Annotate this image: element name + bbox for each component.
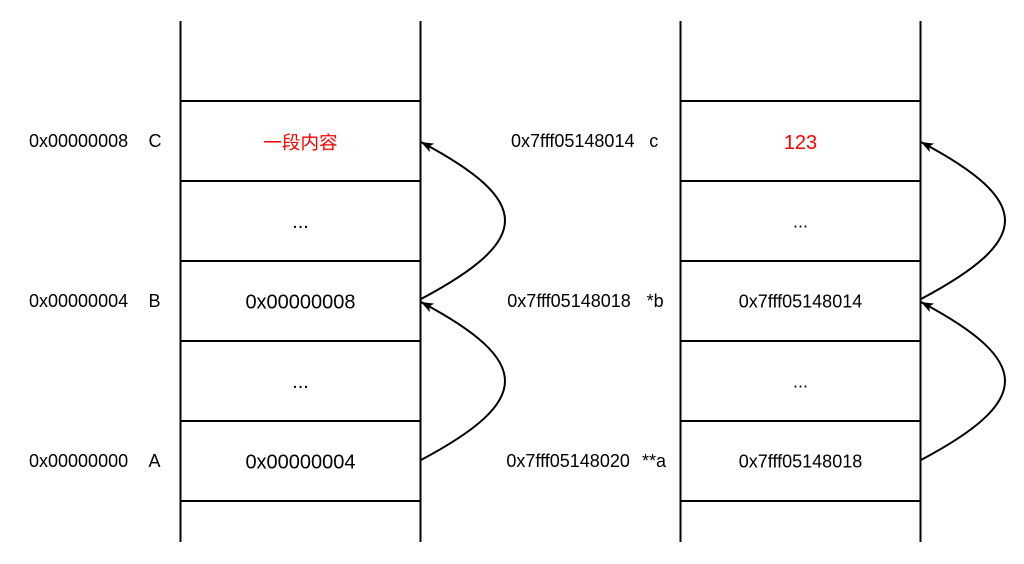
- svg-text:0x7fff05148020: 0x7fff05148020: [506, 451, 629, 471]
- svg-text:A: A: [149, 451, 161, 471]
- svg-text:**a: **a: [642, 451, 667, 471]
- svg-text:0x7fff05148018: 0x7fff05148018: [507, 291, 630, 311]
- svg-text:123: 123: [784, 132, 817, 154]
- svg-text:C: C: [149, 131, 162, 151]
- svg-text:*b: *b: [647, 291, 664, 311]
- svg-text:0x00000008: 0x00000008: [245, 291, 355, 313]
- svg-text:0x00000004: 0x00000004: [245, 451, 355, 473]
- svg-text:...: ...: [292, 211, 309, 233]
- svg-text:c: c: [649, 131, 658, 151]
- svg-text:...: ...: [793, 212, 808, 232]
- svg-text:0x00000000: 0x00000000: [29, 451, 128, 471]
- svg-text:...: ...: [292, 371, 309, 393]
- svg-text:0x7fff05148014: 0x7fff05148014: [739, 291, 862, 311]
- svg-text:0x00000004: 0x00000004: [29, 291, 128, 311]
- svg-text:B: B: [149, 291, 161, 311]
- svg-text:0x00000008: 0x00000008: [29, 131, 128, 151]
- svg-text:...: ...: [793, 372, 808, 392]
- svg-text:0x7fff05148014: 0x7fff05148014: [511, 131, 634, 151]
- svg-text:0x7fff05148018: 0x7fff05148018: [739, 451, 862, 471]
